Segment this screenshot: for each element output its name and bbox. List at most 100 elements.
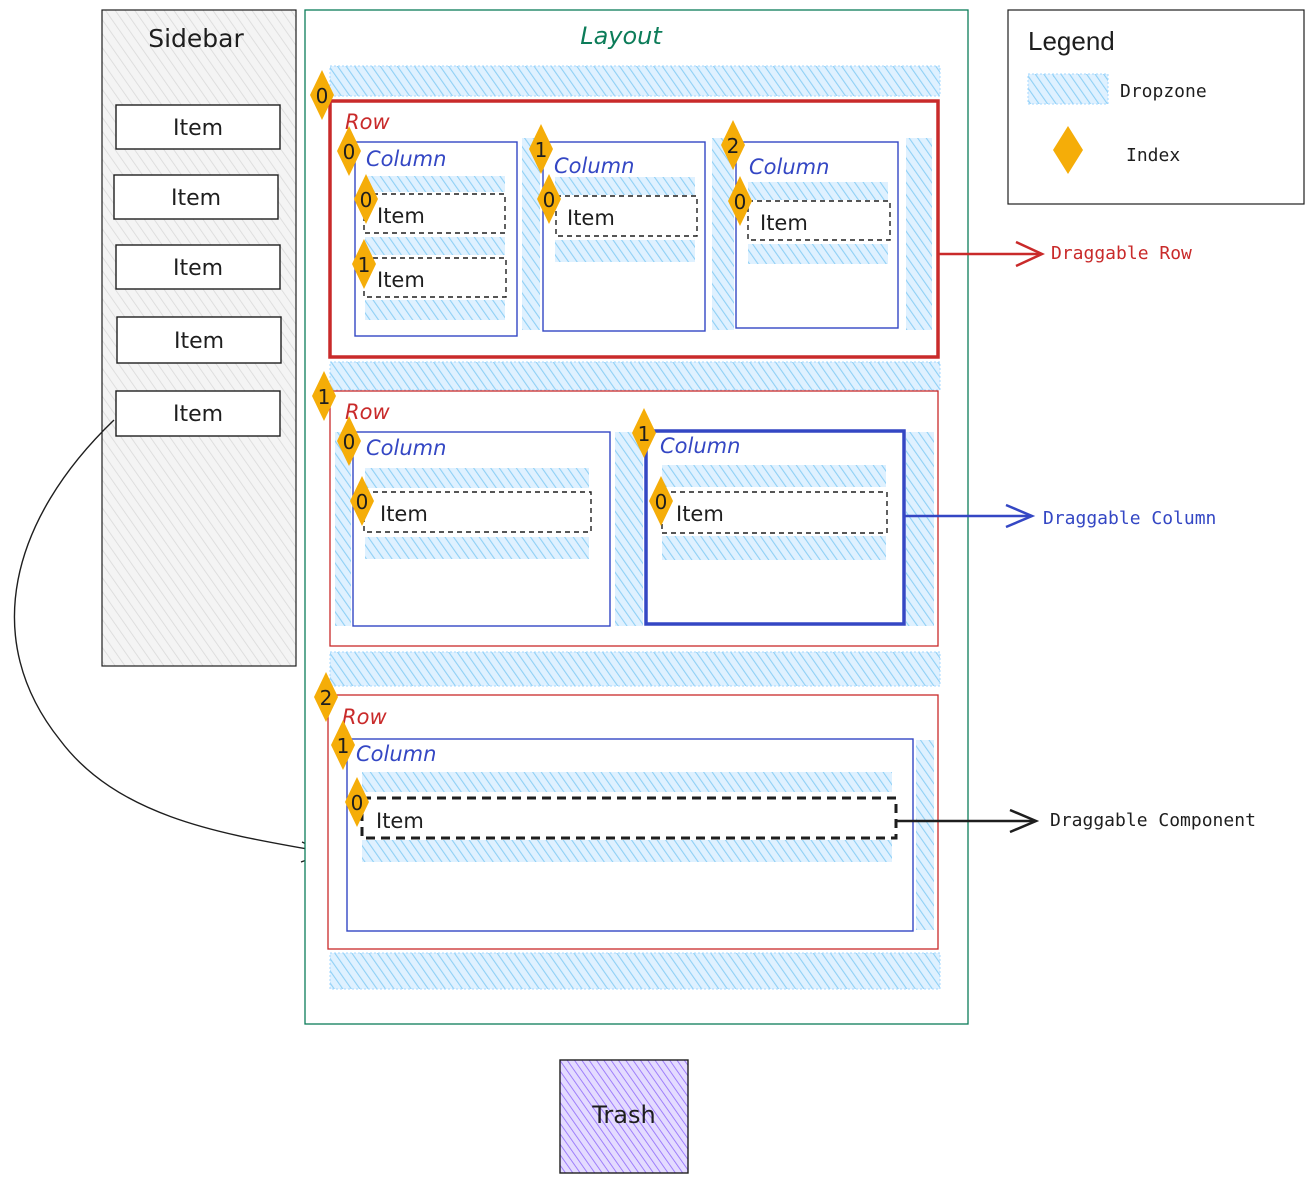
row-border xyxy=(328,99,940,359)
sidebar-item-label: Item xyxy=(174,329,224,354)
sidebar-item[interactable]: Item xyxy=(116,316,282,364)
dropzone[interactable] xyxy=(555,177,695,195)
diamond-icon: 0 xyxy=(350,476,374,526)
column-label: Column xyxy=(366,436,446,460)
sidebar-item-label: Item xyxy=(173,116,223,141)
diamond-icon: 0 xyxy=(728,176,752,226)
column-label: Column xyxy=(749,155,829,179)
diamond-icon xyxy=(1053,126,1083,174)
dropzone[interactable] xyxy=(365,176,505,192)
diamond-icon: 1 xyxy=(632,408,656,458)
item-label: Item xyxy=(567,206,615,230)
layout-item[interactable]: Item xyxy=(555,195,698,237)
sidebar: Sidebar Item Item Item Item Item xyxy=(101,9,297,667)
legend-index-label: Index xyxy=(1126,145,1180,166)
column-label: Column xyxy=(366,147,446,171)
sidebar-item[interactable]: Item xyxy=(115,244,281,290)
row-label: Row xyxy=(342,705,387,729)
sidebar-item[interactable]: Item xyxy=(115,390,281,437)
callout-draggable-column: Draggable Column xyxy=(904,503,1216,529)
dropzone[interactable] xyxy=(329,361,941,391)
diamond-icon: 0 xyxy=(649,476,673,526)
dropzone[interactable] xyxy=(748,182,888,200)
diamond-icon: 1 xyxy=(331,720,355,770)
sidebar-item-label: Item xyxy=(173,402,223,427)
dropzone[interactable] xyxy=(365,468,589,488)
diamond-icon: 0 xyxy=(345,777,369,827)
dropzone[interactable] xyxy=(712,138,734,330)
layout-item[interactable]: Item xyxy=(363,257,507,298)
diamond-icon: 0 xyxy=(537,174,561,224)
item-label: Item xyxy=(676,502,724,526)
dropzone[interactable] xyxy=(522,138,540,330)
layout-item[interactable]: Item xyxy=(360,796,898,840)
dropzone[interactable] xyxy=(362,840,892,862)
dropzone[interactable] xyxy=(916,740,934,930)
svg-text:1: 1 xyxy=(358,253,371,277)
svg-text:1: 1 xyxy=(337,734,350,758)
dropzone[interactable] xyxy=(329,651,941,687)
layout-column[interactable]: Column Item xyxy=(352,431,611,627)
dropzone[interactable] xyxy=(329,952,941,990)
svg-text:0: 0 xyxy=(655,490,668,514)
sidebar-item[interactable]: Item xyxy=(115,104,281,150)
svg-text:0: 0 xyxy=(351,791,364,815)
svg-text:0: 0 xyxy=(343,140,356,164)
dropzone[interactable] xyxy=(365,537,589,559)
arrow-head-icon xyxy=(1009,808,1040,834)
dropzone[interactable] xyxy=(365,300,505,320)
callout-draggable-row: Draggable Row xyxy=(938,240,1192,268)
layout-item[interactable]: Item xyxy=(363,491,592,533)
dropzone[interactable] xyxy=(662,465,886,487)
column-label: Column xyxy=(660,434,740,458)
dropzone[interactable] xyxy=(615,432,643,626)
layout-column[interactable]: Column Item xyxy=(644,429,906,626)
dropzone[interactable] xyxy=(906,138,932,330)
layout-column[interactable]: Column Item xyxy=(346,738,914,932)
diamond-icon: 1 xyxy=(529,124,553,174)
item-label: Item xyxy=(760,211,808,235)
layout-item[interactable]: Item xyxy=(661,491,888,534)
trash-dropzone[interactable]: Trash xyxy=(559,1059,689,1174)
dropzone[interactable] xyxy=(555,240,695,262)
sidebar-item[interactable]: Item xyxy=(113,174,279,220)
svg-text:0: 0 xyxy=(316,84,329,108)
legend-box xyxy=(1007,9,1305,205)
svg-text:0: 0 xyxy=(356,490,369,514)
svg-text:Draggable Component: Draggable Component xyxy=(1050,810,1256,831)
dropzone[interactable] xyxy=(906,432,934,626)
diamond-icon: 1 xyxy=(312,371,336,421)
svg-text:0: 0 xyxy=(734,190,747,214)
layout-row[interactable]: Row Column Item xyxy=(327,694,939,950)
layout-column[interactable]: Column Item Item xyxy=(354,141,518,337)
arrow-head-icon xyxy=(1005,503,1036,529)
legend: Legend Dropzone Index xyxy=(1007,9,1305,205)
layout-row[interactable]: Row Column Item Item Col xyxy=(328,99,940,359)
row-label: Row xyxy=(345,400,390,424)
svg-text:2: 2 xyxy=(320,686,333,710)
item-label: Item xyxy=(377,204,425,228)
trash-box[interactable] xyxy=(559,1059,689,1174)
layout: Layout Row Column Item xyxy=(304,9,969,1025)
layout-column[interactable]: Column Item xyxy=(735,141,899,329)
index-markers: 0 1 2 0 1 2 0 1 0 0 0 1 0 0 1 0 xyxy=(310,70,752,827)
layout-item[interactable]: Item xyxy=(747,200,891,241)
dropzone[interactable] xyxy=(335,432,351,626)
diamond-icon: 2 xyxy=(314,672,338,722)
layout-row[interactable]: Row Column Item Column I xyxy=(329,390,939,647)
column-label: Column xyxy=(554,154,634,178)
dropzone[interactable] xyxy=(365,237,505,255)
dropzone[interactable] xyxy=(748,244,888,264)
arrow-head-icon xyxy=(1015,240,1045,268)
dropzone[interactable] xyxy=(662,536,886,560)
diamond-icon: 0 xyxy=(337,416,361,466)
layout-item[interactable]: Item xyxy=(363,193,506,234)
diamond-icon: 0 xyxy=(337,126,361,176)
dropzone[interactable] xyxy=(362,772,892,792)
row-label: Row xyxy=(345,110,390,134)
layout-column[interactable]: Column Item xyxy=(542,141,706,332)
svg-text:1: 1 xyxy=(535,138,548,162)
dropzone[interactable] xyxy=(329,65,941,97)
diamond-icon: 0 xyxy=(310,70,334,120)
